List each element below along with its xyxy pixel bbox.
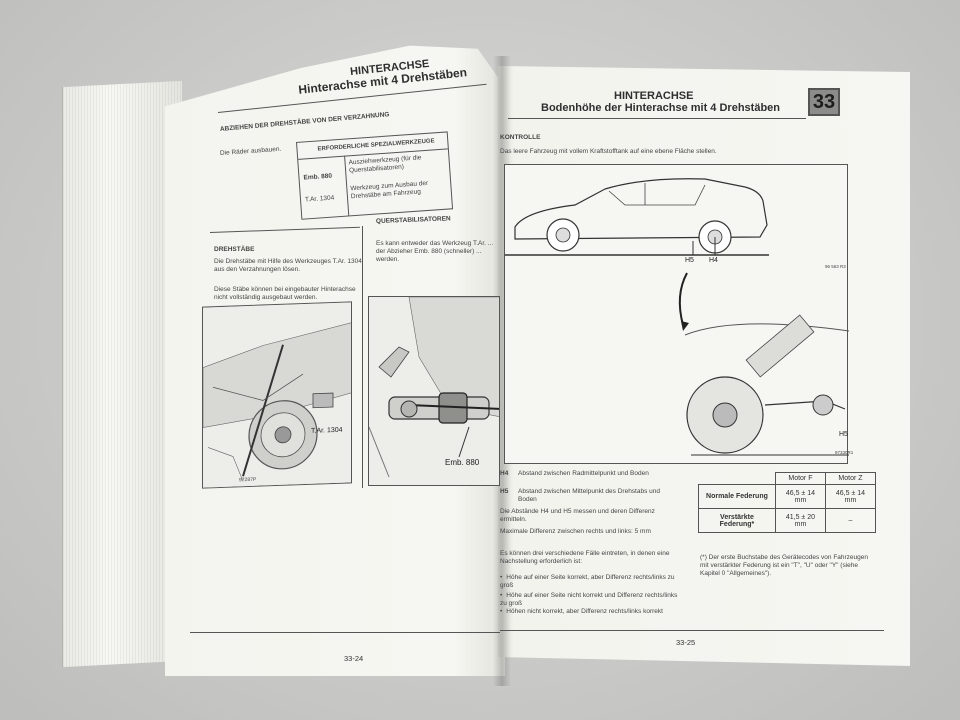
spec-row-label: Normale Federung	[698, 484, 776, 509]
page-stack-edge	[62, 80, 182, 668]
kontrolle-text: Das leere Fahrzeug mit vollem Kraftstoff…	[500, 148, 717, 155]
spec-header-motor-z: Motor Z	[824, 472, 877, 485]
spec-row-motor-z: –	[824, 508, 877, 533]
bullet-2-text: Höhe auf einer Seite nicht korrekt und D…	[500, 592, 678, 607]
legend-h4-text: Abstand zwischen Radmittelpunkt und Bode…	[518, 470, 649, 477]
spec-row-motor-z: 46,5 ± 14 mm	[824, 484, 877, 509]
tools-table-desc-2: Werkzeug zum Ausbau der Drehstäbe am Fah…	[350, 179, 429, 201]
bullet-2: •Höhe auf einer Seite nicht korrekt und …	[500, 592, 678, 608]
right-header-line2: Bodenhöhe der Hinterachse mit 4 Drehstäb…	[541, 102, 780, 114]
para-max-difference: Maximale Differenz zwischen rechts und l…	[500, 528, 651, 535]
tools-table-desc-1: Ausziehwerkzeug (für die Querstabilisato…	[348, 154, 422, 175]
right-header-rule	[508, 118, 806, 119]
spec-table-header-row: Motor F Motor Z	[699, 472, 877, 485]
car-label-h5: H5	[685, 257, 694, 264]
detail-label-h5: H5	[839, 431, 848, 438]
tools-table-code-2: T.Ar. 1304	[304, 194, 335, 204]
para-three-cases: Es können drei verschiedene Fälle eintre…	[500, 550, 670, 565]
stabilizer-puller-photo: Emb. 880	[368, 296, 500, 486]
legend-h5-key: H5	[500, 488, 509, 495]
bullet-3-text: Höhen nicht korrekt, aber Differenz rech…	[506, 608, 663, 615]
drehstaebe-text1: Die Drehstäbe mit Hilfe des Werkzeuges T…	[214, 258, 362, 273]
right-header-line1: HINTERACHSE	[614, 90, 694, 102]
legend-h4-key: H4	[500, 470, 509, 477]
spec-table-row: Verstärkte Federung* 41,5 ± 20 mm –	[698, 508, 877, 533]
bullet-3-dot: •	[500, 608, 503, 615]
chapter-badge: 33	[808, 88, 840, 116]
stabilizer-drawing	[369, 297, 499, 485]
para-measure: Die Abstände H4 und H5 messen und deren …	[500, 508, 655, 523]
bullet-2-dot: •	[500, 592, 503, 599]
car-label-h4: H4	[709, 257, 718, 264]
bullet-1: •Höhe auf einer Seite korrekt, aber Diff…	[500, 574, 678, 590]
legend-h5-text: Abstand zwischen Mittelpunkt des Drehsta…	[518, 488, 660, 503]
torsion-bar-drawing	[202, 302, 352, 489]
ride-height-spec-table: Motor F Motor Z Normale Federung 46,5 ± …	[698, 472, 877, 533]
bullet-1-dot: •	[500, 574, 503, 581]
spec-row-motor-f: 46,5 ± 14 mm	[774, 484, 826, 509]
torsion-bar-tool-photo: T.Ar. 1304 97287P	[202, 301, 352, 489]
left-column-divider	[362, 226, 363, 488]
car-ride-height-diagram: H5 H4 96 563 R3 H5 97330R1	[504, 164, 853, 464]
photo1-ref: 97287P	[239, 476, 257, 484]
photo2-label: Emb. 880	[445, 458, 480, 467]
spec-table-corner	[699, 473, 776, 485]
drehstaebe-title: DREHSTÄBE	[214, 246, 255, 253]
kontrolle-title: KONTROLLE	[500, 134, 541, 141]
car-diagram-ref: 96 563 R3	[825, 264, 846, 269]
left-page-number: 33-24	[344, 654, 364, 663]
drehstaebe-text2: Diese Stäbe können bei eingebauter Hinte…	[214, 286, 356, 301]
right-footer-rule	[500, 630, 884, 631]
spec-row-motor-f: 41,5 ± 20 mm	[774, 508, 826, 533]
bullet-3: •Höhen nicht korrekt, aber Differenz rec…	[500, 608, 678, 616]
photo1-label: T.Ar. 1304	[311, 426, 343, 435]
bullet-1-text: Höhe auf einer Seite korrekt, aber Diffe…	[500, 574, 675, 589]
car-side-view-drawing	[505, 178, 850, 456]
spec-row-label: Verstärkte Federung*	[698, 508, 776, 533]
detail-ref: 97330R1	[835, 450, 854, 455]
querstab-text: Es kann entweder das Werkzeug T.Ar. ... …	[376, 240, 494, 263]
spec-header-motor-f: Motor F	[774, 472, 826, 485]
left-footer-rule	[190, 632, 500, 633]
spec-footnote: (*) Der erste Buchstabe des Gerätecodes …	[700, 554, 869, 577]
tools-table: ERFORDERLICHE SPEZIALWERKZEUGE Emb. 880 …	[296, 131, 454, 220]
tools-table-code-1: Emb. 880	[303, 172, 333, 182]
right-page-number: 33-25	[676, 638, 696, 647]
spec-table-row: Normale Federung 46,5 ± 14 mm 46,5 ± 14 …	[698, 484, 877, 509]
